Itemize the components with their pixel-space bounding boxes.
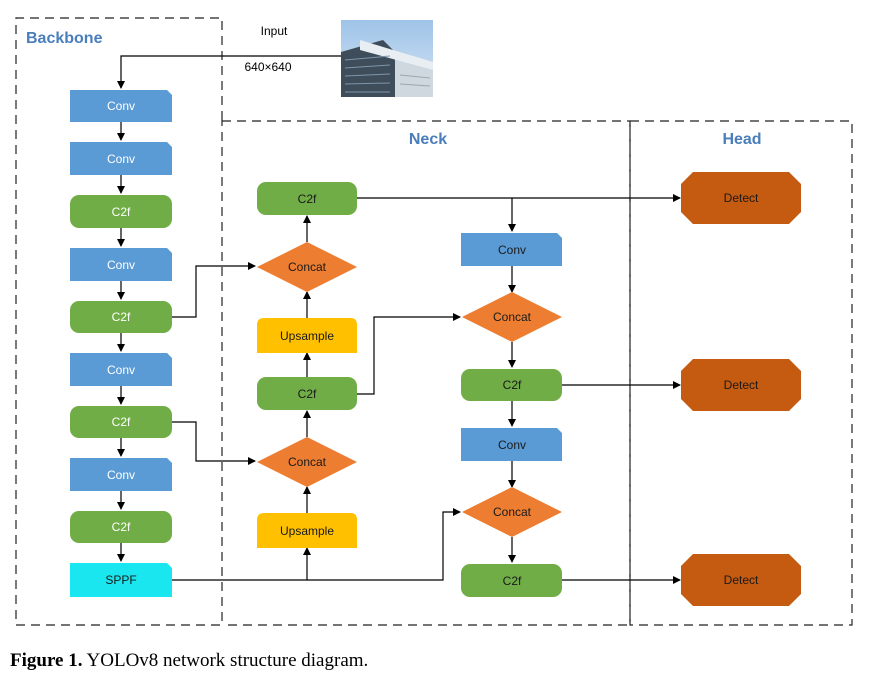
backbone-sppf: SPPF — [70, 563, 172, 597]
head-detect-1: Detect — [681, 172, 801, 224]
svg-text:Conv: Conv — [107, 363, 135, 377]
head-section — [629, 120, 853, 626]
caption-label: Figure 1. — [10, 650, 83, 671]
neck-title: Neck — [409, 131, 447, 148]
svg-text:C2f: C2f — [503, 574, 522, 588]
edge-b5-concat2 — [172, 262, 256, 318]
svg-text:Concat: Concat — [493, 505, 532, 519]
connectors — [117, 55, 681, 584]
svg-text:C2f: C2f — [112, 415, 131, 429]
neck-concat-4: Concat — [462, 487, 562, 537]
svg-text:Conv: Conv — [107, 152, 135, 166]
svg-text:Conv: Conv — [498, 438, 526, 452]
neck-c2f-1: C2f — [257, 377, 357, 410]
svg-text:Detect: Detect — [724, 573, 759, 587]
input-size: 640×640 — [244, 60, 291, 74]
neck-concat-2: Concat — [257, 242, 357, 292]
backbone-c2f-1: C2f — [70, 195, 172, 228]
edge-c2f1-concat3 — [357, 313, 461, 395]
backbone-title: Backbone — [26, 30, 103, 47]
backbone-conv-5: Conv — [70, 458, 172, 491]
input-label: Input — [261, 24, 288, 38]
svg-text:C2f: C2f — [503, 378, 522, 392]
svg-text:Conv: Conv — [498, 243, 526, 257]
edge-input-to-conv — [117, 55, 341, 89]
caption-text: YOLOv8 network structure diagram. — [82, 650, 369, 671]
neck-concat-1: Concat — [257, 437, 357, 487]
svg-text:Conv: Conv — [107, 468, 135, 482]
edge-sppf-concat4 — [307, 508, 461, 581]
svg-text:Detect: Detect — [724, 191, 759, 205]
svg-text:C2f: C2f — [112, 520, 131, 534]
figure-caption: Figure 1. YOLOv8 network structure diagr… — [10, 650, 368, 672]
svg-text:Concat: Concat — [493, 310, 532, 324]
svg-text:Upsample: Upsample — [280, 524, 334, 538]
input-image — [341, 20, 433, 97]
neck-conv-1: Conv — [461, 233, 562, 266]
backbone-c2f-2: C2f — [70, 301, 172, 333]
svg-text:C2f: C2f — [112, 310, 131, 324]
svg-text:Upsample: Upsample — [280, 329, 334, 343]
head-detect-2: Detect — [681, 359, 801, 411]
backbone-conv-2: Conv — [70, 142, 172, 175]
neck-c2f-4: C2f — [461, 564, 562, 597]
svg-text:Concat: Concat — [288, 455, 327, 469]
svg-text:Concat: Concat — [288, 260, 327, 274]
edge-sppf-upsample — [172, 547, 311, 581]
neck-conv-2: Conv — [461, 428, 562, 461]
yolov8-diagram: Backbone Neck Head Input 640×640 — [15, 17, 853, 626]
svg-text:C2f: C2f — [298, 192, 317, 206]
svg-text:Detect: Detect — [724, 378, 759, 392]
svg-text:C2f: C2f — [298, 387, 317, 401]
backbone-conv-4: Conv — [70, 353, 172, 386]
backbone-conv-3: Conv — [70, 248, 172, 281]
neck-concat-3: Concat — [462, 292, 562, 342]
neck-c2f-2: C2f — [257, 182, 357, 215]
backbone-conv-1: Conv — [70, 90, 172, 122]
svg-text:Conv: Conv — [107, 258, 135, 272]
neck-upsample-2: Upsample — [257, 318, 357, 353]
svg-text:SPPF: SPPF — [105, 573, 136, 587]
backbone-c2f-3: C2f — [70, 406, 172, 438]
svg-text:C2f: C2f — [112, 205, 131, 219]
svg-text:Conv: Conv — [107, 99, 135, 113]
backbone-section — [15, 17, 223, 626]
backbone-c2f-4: C2f — [70, 511, 172, 543]
neck-c2f-3: C2f — [461, 369, 562, 401]
edge-b7-concat1 — [172, 421, 256, 465]
head-detect-3: Detect — [681, 554, 801, 606]
neck-upsample-1: Upsample — [257, 513, 357, 548]
head-title: Head — [722, 131, 761, 148]
